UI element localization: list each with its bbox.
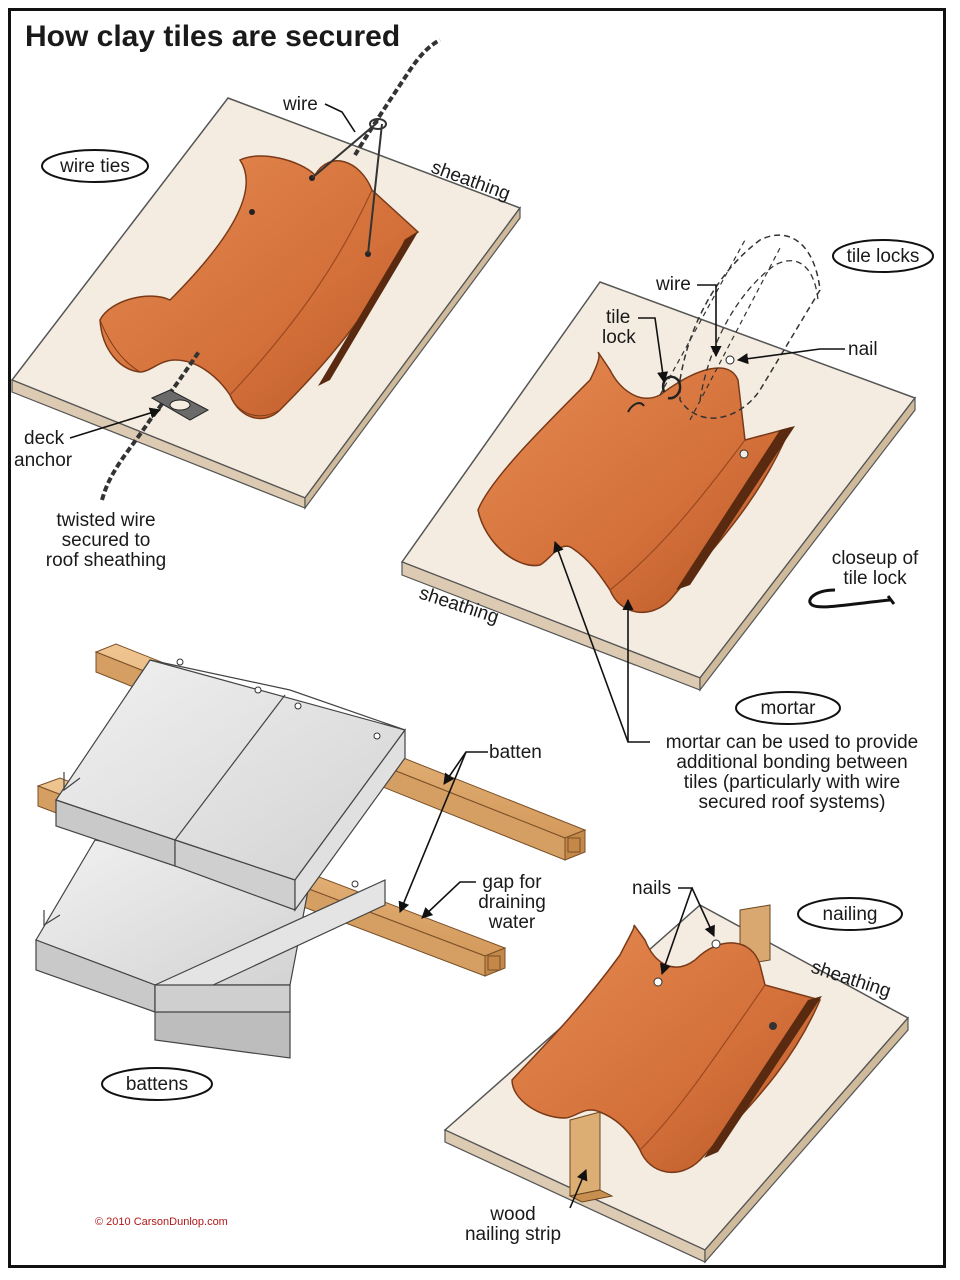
deck-anchor-label-1: deck bbox=[24, 428, 65, 449]
battens-tag: battens bbox=[126, 1074, 188, 1095]
gap-label-2: draining bbox=[478, 892, 546, 913]
twisted-wire-label-3: roof sheathing bbox=[46, 550, 166, 571]
nailing-oval bbox=[797, 897, 903, 931]
wire-ties-oval bbox=[41, 149, 149, 183]
mortar-note-3: tiles (particularly with wire bbox=[684, 772, 900, 793]
gap-leader bbox=[421, 881, 476, 919]
wire-label: wire bbox=[655, 274, 691, 295]
twisted-wire-label-2: secured to bbox=[62, 530, 151, 551]
wire-ties-tag: wire ties bbox=[59, 156, 130, 177]
closeup-label-1: closeup of bbox=[832, 548, 919, 569]
batten-label: batten bbox=[489, 742, 542, 763]
flat-tiles-upper bbox=[55, 658, 406, 912]
battens-panel: batten gap for draining water battens bbox=[35, 643, 587, 1101]
tile-lock-label-2: lock bbox=[602, 327, 636, 348]
nailing-tag: nailing bbox=[823, 904, 878, 925]
tile-lock-leader bbox=[638, 317, 669, 384]
nail-label: nail bbox=[848, 339, 878, 360]
deck-anchor-label-2: anchor bbox=[14, 450, 73, 471]
mortar-note-4: secured roof systems) bbox=[699, 792, 886, 813]
copyright-text: © 2010 CarsonDunlop.com bbox=[95, 1216, 228, 1228]
mortar-note-2: additional bonding between bbox=[676, 752, 907, 773]
twisted-wire bbox=[100, 38, 441, 501]
clay-tile bbox=[511, 924, 822, 1174]
nail-leader bbox=[736, 348, 845, 365]
strip-label-2: nailing strip bbox=[465, 1224, 561, 1245]
diagram-title: How clay tiles are secured bbox=[25, 20, 400, 53]
wire-leader bbox=[324, 103, 356, 133]
strip-leader bbox=[569, 1168, 588, 1209]
wire-leader bbox=[697, 284, 722, 358]
mortar-oval bbox=[735, 691, 841, 725]
tile-locks-oval bbox=[832, 239, 934, 273]
clay-tile bbox=[99, 155, 420, 420]
gap-label-1: gap for bbox=[482, 872, 542, 893]
tile-lock-closeup-icon bbox=[808, 588, 891, 609]
batten-leader-2 bbox=[398, 751, 467, 914]
strip-label-1: wood bbox=[489, 1204, 535, 1225]
ghost-tile-dashed bbox=[659, 234, 821, 421]
deck-anchor bbox=[150, 389, 210, 421]
gap-label-3: water bbox=[488, 912, 536, 933]
nailing-panel: nails nailing sheathing wood nailing str… bbox=[443, 878, 910, 1264]
tile-locks-panel: tile locks wire tile lock nail sheathing… bbox=[400, 234, 934, 692]
tile-lock-label-1: tile bbox=[606, 307, 630, 328]
twisted-wire-label-1: twisted wire bbox=[56, 510, 155, 531]
mortar-tag: mortar bbox=[761, 698, 817, 719]
mortar-callout: mortar mortar can be used to provide add… bbox=[553, 540, 918, 813]
tile-locks-tag: tile locks bbox=[847, 246, 920, 267]
deck-anchor-leader bbox=[69, 407, 162, 439]
wire-label: wire bbox=[282, 94, 318, 115]
mortar-note-1: mortar can be used to provide bbox=[666, 732, 918, 753]
nails-leader-2 bbox=[691, 887, 715, 938]
nails-label: nails bbox=[632, 878, 671, 899]
wire-ties-panel: wire sheathing wire ties deck anchor twi… bbox=[10, 38, 522, 571]
battens-oval bbox=[101, 1067, 213, 1101]
closeup-label-2: tile lock bbox=[843, 568, 907, 589]
